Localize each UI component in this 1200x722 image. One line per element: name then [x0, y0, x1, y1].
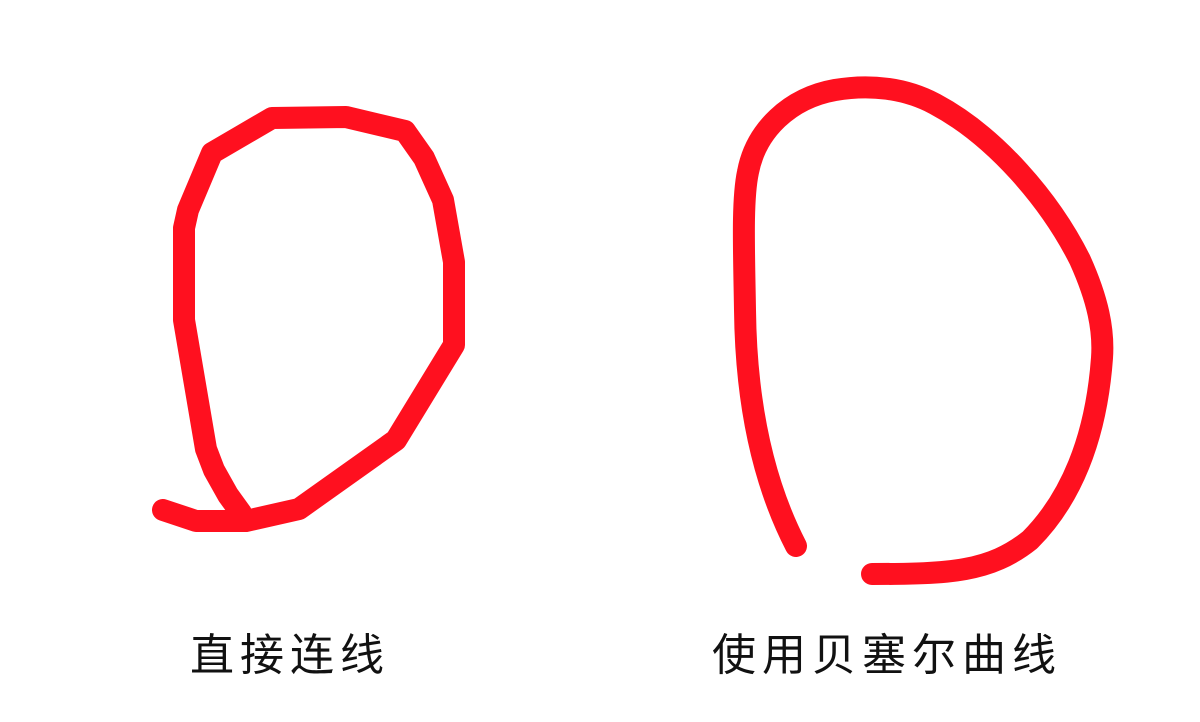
caption-straight-lines: 直接连线: [190, 630, 390, 681]
caption-bezier-curve: 使用贝塞尔曲线: [712, 630, 1062, 681]
bezier-curve-stroke: [732, 76, 1114, 585]
straight-line-stroke: [152, 106, 465, 532]
